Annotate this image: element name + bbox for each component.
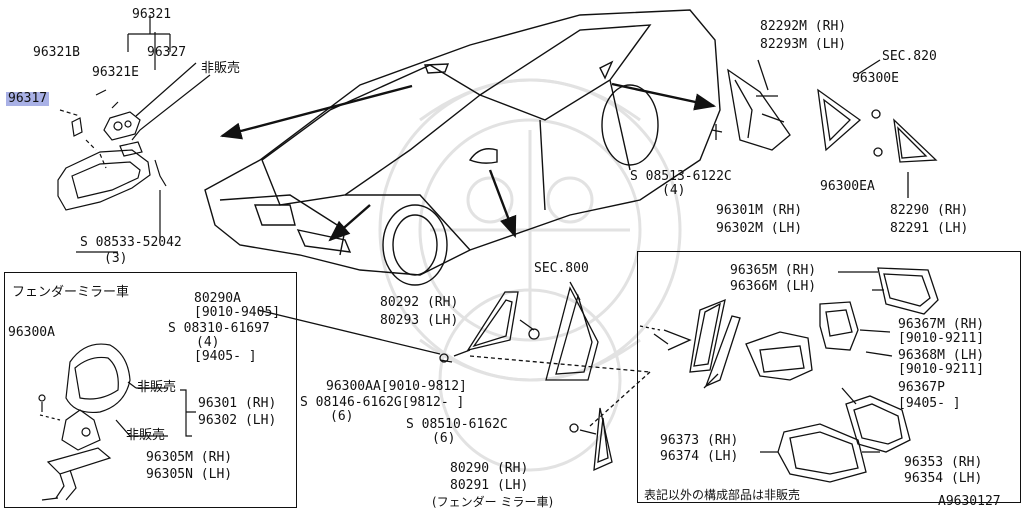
date-9010-9211-a: [9010-9211] (898, 331, 985, 346)
diagram-code: A9630127 (938, 494, 1001, 509)
qty-4-b: (4) (196, 335, 220, 350)
sec-800: SEC.800 (534, 261, 589, 276)
part-96365m: 96365M (RH) (730, 263, 817, 278)
part-80291: 80291 (LH) (450, 478, 529, 493)
part-96300a: 96300A (8, 325, 55, 340)
part-96353: 96353 (RH) (904, 455, 983, 470)
date-9010-9405: [9010-9405] (194, 305, 281, 320)
date-9010-9211-b: [9010-9211] (898, 362, 985, 377)
part-82293m: 82293M (LH) (760, 37, 847, 52)
part-96354: 96354 (LH) (904, 471, 983, 486)
screw-08310-61697: S 08310-61697 (168, 321, 270, 336)
date-9405: [9405- ] (194, 349, 257, 364)
part-96301: 96301 (RH) (198, 396, 277, 411)
part-96373: 96373 (RH) (660, 433, 739, 448)
unsold-components-note: 表記以外の構成部品は非販売 (644, 488, 801, 502)
screw-08146-6162g: S 08146-6162G[9812- ] (300, 395, 465, 410)
part-82292m: 82292M (RH) (760, 19, 847, 34)
qty-6-b: (6) (432, 431, 456, 446)
screw-08513-6122c: S 08513-6122C (630, 169, 732, 184)
part-96305n: 96305N (LH) (146, 467, 233, 482)
door-mirror-frame (637, 251, 1021, 503)
not-sold-label-2: 非販売 (126, 428, 166, 443)
part-96302: 96302 (LH) (198, 413, 277, 428)
part-80290a: 80290A (194, 291, 241, 306)
part-80293: 80293 (LH) (380, 313, 459, 328)
part-82291: 82291 (LH) (890, 221, 969, 236)
not-sold-label-1: 非販売 (137, 380, 177, 395)
part-96321e: 96321E (92, 65, 139, 80)
fender-box-title: フェンダーミラー車 (12, 285, 130, 300)
part-96367p: 96367P (898, 380, 945, 395)
inner-mirror-group (57, 15, 211, 253)
part-80292: 80292 (RH) (380, 295, 459, 310)
pointer-arrows (219, 82, 717, 242)
part-96300e: 96300E (852, 71, 899, 86)
part-96327: 96327 (147, 45, 187, 60)
part-96301m: 96301M (RH) (716, 203, 803, 218)
part-80290: 80290 (RH) (450, 461, 529, 476)
part-96317-highlighted[interactable]: 96317 (6, 91, 50, 106)
corner-garnish-mid (257, 281, 651, 472)
part-96321b: 96321B (33, 45, 80, 60)
date-9405-b: [9405- ] (898, 396, 961, 411)
part-96302m: 96302M (LH) (716, 221, 803, 236)
screw-08510-6162c: S 08510-6162C (406, 417, 508, 432)
fender-mirror-note: (フェンダー ミラー車) (432, 495, 554, 509)
door-mirror-illustration (639, 267, 939, 483)
part-96305m: 96305M (RH) (146, 450, 233, 465)
corner-garnish-upper (711, 59, 938, 198)
part-82290: 82290 (RH) (890, 203, 969, 218)
qty-4-a: (4) (662, 183, 686, 198)
part-96300ea: 96300EA (820, 179, 875, 194)
fender-mirror-frame (4, 272, 297, 508)
part-96321: 96321 (132, 7, 172, 22)
part-96300aa: 96300AA[9010-9812] (326, 379, 467, 394)
part-96374: 96374 (LH) (660, 449, 739, 464)
watermark-emblem (378, 78, 682, 472)
not-sold-label: 非販売 (201, 61, 241, 76)
sec-820: SEC.820 (882, 49, 937, 64)
screw-08533-52042: S 08533-52042 (80, 235, 182, 250)
fender-mirror-illustration (38, 343, 196, 501)
qty-3: (3) (104, 251, 128, 266)
qty-6-a: (6) (330, 409, 354, 424)
part-96367m: 96367M (RH) (898, 317, 985, 332)
part-96366m: 96366M (LH) (730, 279, 817, 294)
part-96368m: 96368M (LH) (898, 348, 985, 363)
car-illustration (204, 9, 721, 286)
